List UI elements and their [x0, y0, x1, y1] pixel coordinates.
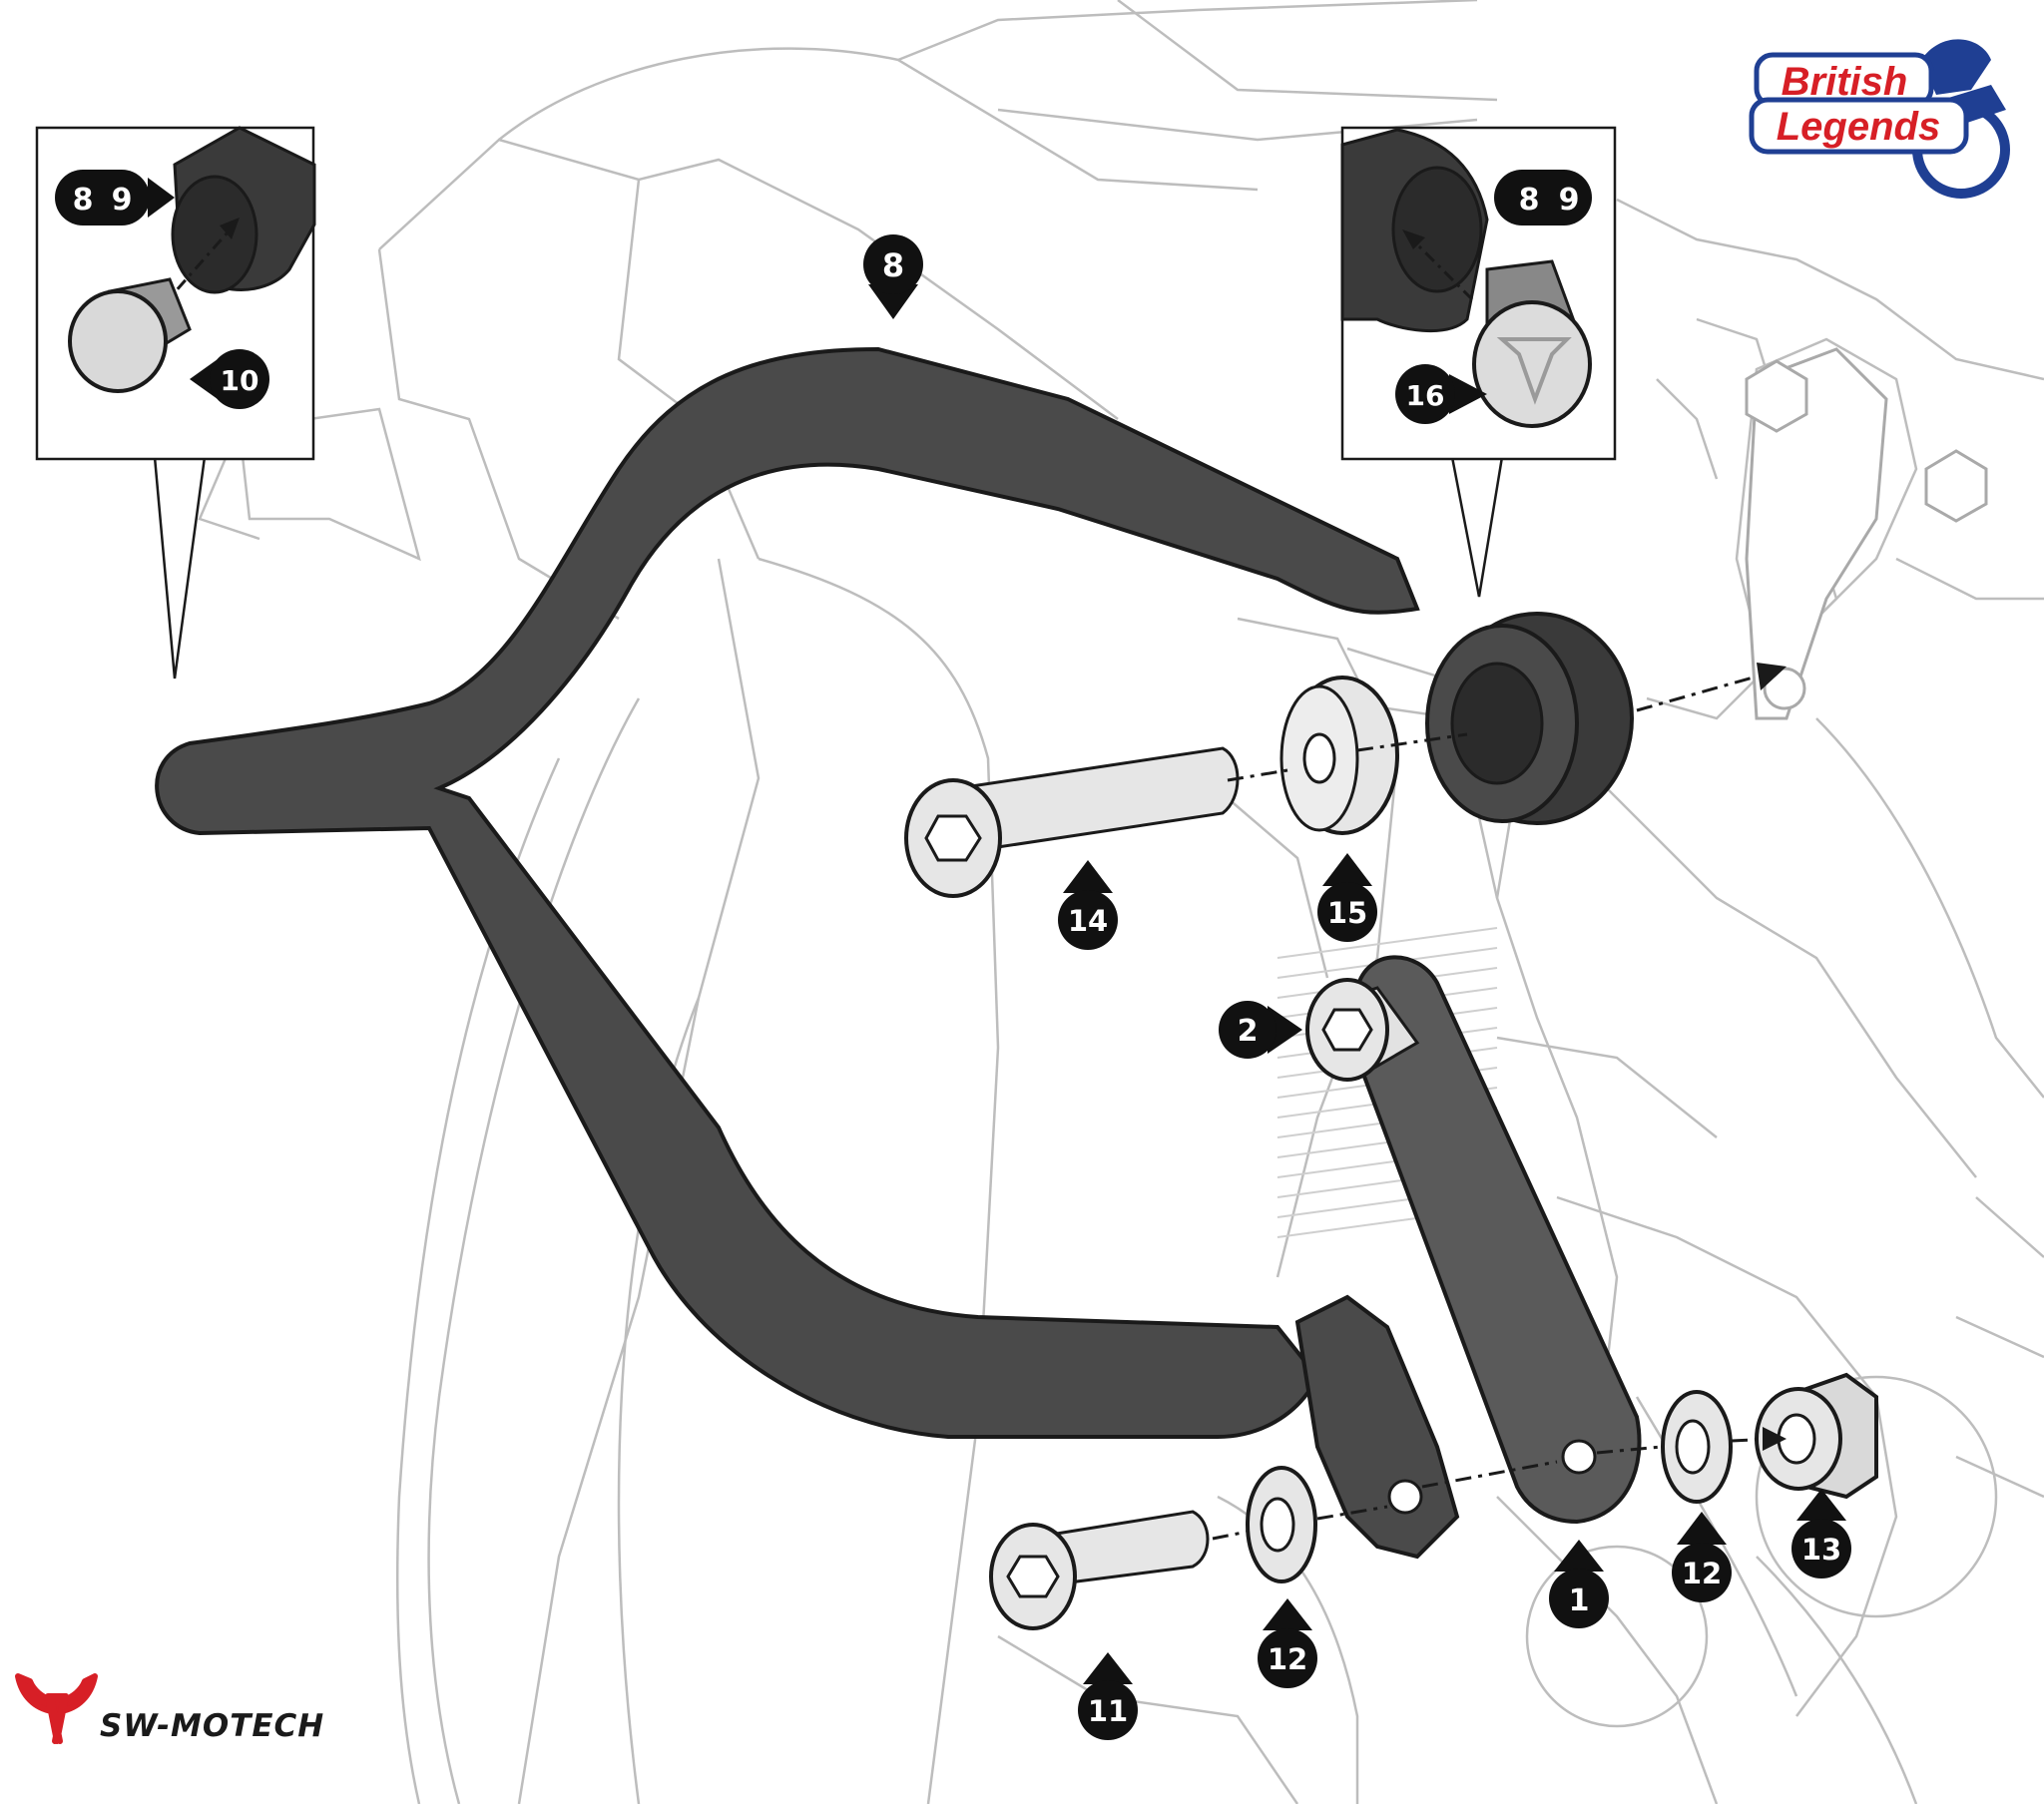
callout-14-label: 14 [1068, 904, 1108, 938]
callout-inset-right-16: 16 [1395, 364, 1487, 424]
callout-inset-left-10-label: 10 [221, 364, 259, 397]
callout-12-right: 12 [1672, 1512, 1732, 1602]
callout-1: 1 [1549, 1540, 1609, 1628]
callout-inset-right-8-9: 8 9 [1494, 170, 1592, 226]
link-strut [1355, 955, 1642, 1525]
callout-inset-left-8: 8 [73, 183, 94, 218]
british-legends-logo: British Legends [1749, 39, 2010, 199]
callout-inset-right-16-label: 16 [1406, 379, 1445, 412]
frame-mount-bracket [1745, 347, 1988, 720]
callout-15-label: 15 [1327, 896, 1367, 930]
washer-part-15 [1279, 676, 1399, 835]
callout-11-label: 11 [1088, 1694, 1128, 1728]
nut-part-13 [1755, 1372, 1878, 1500]
callout-13-label: 13 [1801, 1533, 1841, 1567]
bolt-part-2 [1305, 978, 1420, 1082]
sw-motech-logo: SW-MOTECH [15, 1673, 324, 1744]
sw-motech-horns-icon [15, 1673, 98, 1744]
callout-inset-left-10: 10 [190, 349, 269, 409]
crash-bar-end-bushing [1425, 612, 1634, 825]
callout-14: 14 [1058, 860, 1118, 950]
callout-12-left-label: 12 [1268, 1642, 1307, 1676]
bolt-part-11 [989, 1510, 1210, 1630]
callout-15: 15 [1317, 853, 1377, 942]
callout-13: 13 [1791, 1489, 1851, 1578]
callout-1-label: 1 [1569, 1583, 1590, 1618]
callout-12-right-label: 12 [1682, 1557, 1722, 1590]
callout-2-label: 2 [1238, 1014, 1259, 1049]
washer-part-12-right [1661, 1390, 1733, 1504]
assembly-lines [1212, 675, 1773, 1541]
callout-12-left: 12 [1258, 1598, 1317, 1688]
british-legends-logo-line1: British [1782, 60, 1908, 104]
callout-8: 8 [863, 234, 923, 319]
sw-motech-logo-text: SW-MOTECH [100, 1708, 324, 1744]
callout-inset-left-9: 9 [112, 183, 133, 218]
british-legends-logo-line2: Legends [1777, 105, 1940, 149]
callout-inset-left-8-9: 8 9 [55, 170, 175, 226]
callout-8-label: 8 [882, 246, 904, 284]
assembly-arrows [1757, 663, 1787, 1451]
callout-11: 11 [1078, 1652, 1138, 1740]
callout-inset-right-8: 8 [1519, 183, 1540, 218]
washer-part-12-left [1246, 1466, 1317, 1583]
callout-inset-right-9: 9 [1559, 183, 1580, 218]
bolt-part-14 [904, 746, 1240, 898]
callout-2: 2 [1219, 1001, 1302, 1059]
crash-bar [155, 346, 1460, 1560]
